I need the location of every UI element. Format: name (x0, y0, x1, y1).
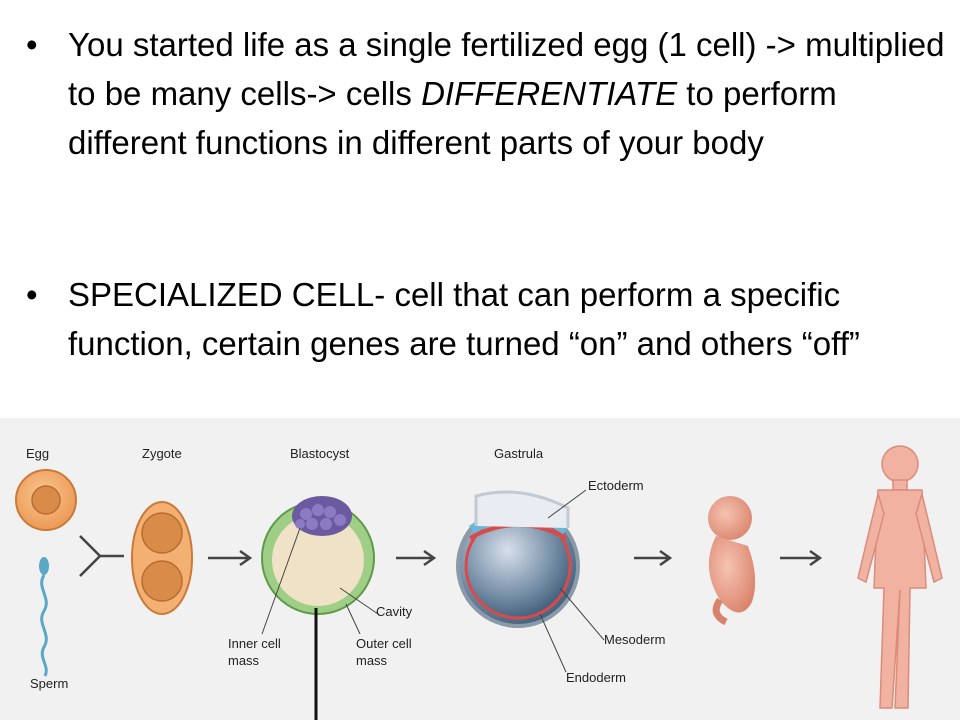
sperm-tail (40, 574, 48, 677)
fertilization-arrow-icon (79, 535, 124, 577)
egg-cell (15, 469, 77, 531)
sperm-cell (39, 557, 49, 677)
label-zygote: Zygote (142, 446, 182, 461)
label-cavity: Cavity (376, 604, 413, 619)
zygote-cell-top (141, 512, 183, 554)
gastrula-amnion (474, 490, 570, 528)
arrow-icon (780, 549, 823, 567)
label-outer-cell: Outer cell (356, 636, 412, 651)
arrow-icon (396, 549, 437, 567)
endoderm-leader (539, 613, 567, 673)
bullet-text: You started life as a single fertilized … (68, 20, 958, 167)
bullet-text-end: to perform different functions in differ… (68, 75, 837, 161)
outer-cell-leader (345, 603, 361, 635)
human-arm-right (915, 491, 943, 584)
bullet-text-start: You started life as a single fertilized … (68, 26, 945, 112)
arrow-icon (634, 549, 673, 567)
development-diagram-svg: Egg Sperm Zygote Blastocyst Cavity Inner… (15, 445, 943, 720)
label-inner-cell: Inner cell (228, 636, 281, 651)
zygote-cell (131, 501, 193, 615)
bullet-marker: • (26, 276, 38, 313)
gastrula (456, 490, 580, 628)
label-outer-cell-mass: mass (356, 653, 388, 668)
human-figure (857, 445, 943, 709)
inner-cell-leader (261, 527, 301, 635)
fetus-head (708, 496, 752, 540)
human-arm-left (857, 491, 885, 584)
label-gastrula: Gastrula (494, 446, 544, 461)
ectoderm-leader (547, 489, 587, 519)
mesoderm-leader (559, 587, 605, 641)
development-diagram: Egg Sperm Zygote Blastocyst Cavity Inner… (0, 418, 960, 720)
fetus (708, 496, 756, 626)
zygote-cell-bottom (141, 560, 183, 602)
label-ectoderm: Ectoderm (588, 478, 644, 493)
sperm-head (39, 557, 49, 575)
cavity-leader (339, 587, 379, 615)
label-inner-cell-mass: mass (228, 653, 260, 668)
bullet-emphasis: DIFFERENTIATE (421, 75, 678, 112)
arrow-icon (208, 549, 253, 567)
fetus-body (708, 536, 756, 613)
bullet-marker: • (26, 26, 38, 63)
label-endoderm: Endoderm (566, 670, 626, 685)
blastocyst (261, 496, 375, 615)
bullet-text: SPECIALIZED CELL- cell that can perform … (68, 276, 860, 362)
label-blastocyst: Blastocyst (290, 446, 350, 461)
label-egg: Egg (26, 446, 49, 461)
egg-nucleus (31, 485, 61, 515)
label-sperm: Sperm (30, 676, 68, 691)
blastocyst-cavity (272, 514, 364, 606)
human-head (881, 445, 919, 483)
human-body (873, 489, 927, 709)
label-mesoderm: Mesoderm (604, 632, 665, 647)
